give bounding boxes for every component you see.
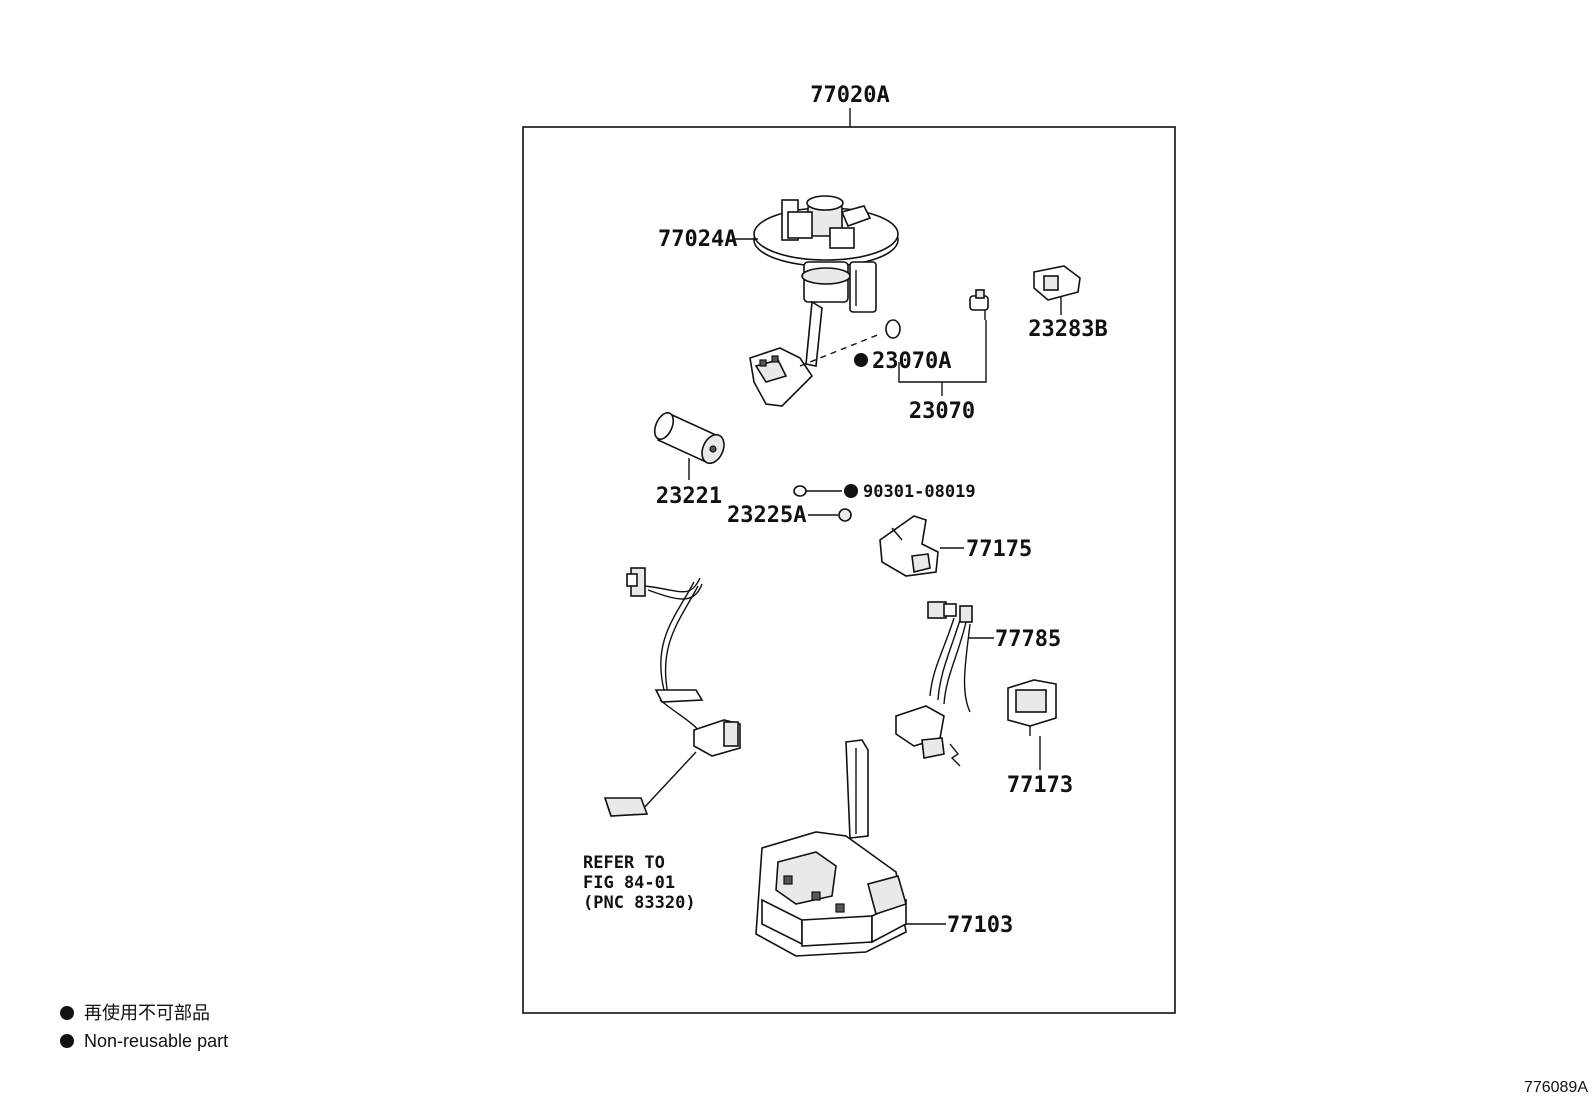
- non-reusable-dot-90301: [844, 484, 858, 498]
- label-77103[interactable]: 77103: [947, 913, 1013, 938]
- o-ring-small-drawing[interactable]: [793, 485, 807, 497]
- assembly-label[interactable]: 77020A: [810, 83, 889, 108]
- legend-en: Non-reusable part: [84, 1031, 228, 1051]
- o-ring-drawing[interactable]: [885, 319, 901, 339]
- fuel-pump-upper-part-drawing[interactable]: [753, 195, 899, 367]
- label-23070[interactable]: 23070: [909, 399, 975, 424]
- reference-note-line3: (PNC 83320): [583, 893, 696, 913]
- legend-jp: 再使用不可部品: [84, 1003, 210, 1023]
- washer-drawing[interactable]: [838, 508, 852, 522]
- reference-note-line2: FIG 84-01: [583, 873, 675, 893]
- legend-dot-jp: [60, 1006, 74, 1020]
- label-90301-08019[interactable]: 90301-08019: [863, 482, 976, 502]
- assembly-box: [522, 126, 1176, 1014]
- label-23225A[interactable]: 23225A: [727, 503, 806, 528]
- legend-dot-en: [60, 1034, 74, 1048]
- clip-23283B-drawing[interactable]: [1033, 265, 1081, 301]
- label-23283B[interactable]: 23283B: [1028, 317, 1107, 342]
- label-23221[interactable]: 23221: [656, 484, 722, 509]
- valve-drawing[interactable]: [969, 289, 989, 320]
- fuel-pump-motor-drawing[interactable]: [651, 410, 728, 467]
- reference-note-line1: REFER TO: [583, 853, 665, 873]
- bracket-77175-drawing[interactable]: [879, 515, 939, 577]
- sender-gauge-wire-drawing[interactable]: [603, 567, 741, 817]
- figure-id: 776089A: [1524, 1079, 1588, 1096]
- fuel-sub-tank-drawing[interactable]: [755, 739, 907, 957]
- wire-harness-77785-drawing[interactable]: [895, 601, 973, 767]
- label-77173[interactable]: 77173: [1007, 773, 1073, 798]
- label-77024A[interactable]: 77024A: [658, 227, 737, 252]
- label-77785[interactable]: 77785: [995, 627, 1061, 652]
- label-23070A[interactable]: 23070A: [872, 349, 951, 374]
- cover-77173-drawing[interactable]: [1007, 679, 1057, 736]
- pump-bracket-drawing[interactable]: [749, 347, 814, 407]
- label-77175[interactable]: 77175: [966, 537, 1032, 562]
- non-reusable-dot-23070A: [854, 353, 868, 367]
